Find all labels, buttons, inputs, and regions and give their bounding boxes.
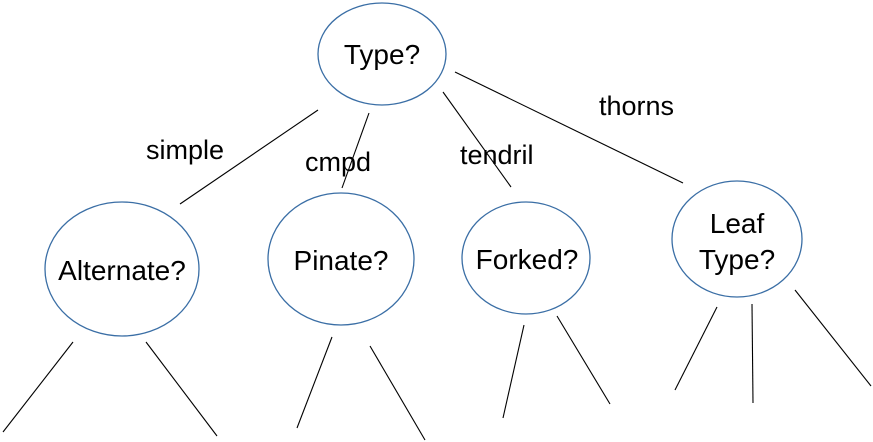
node-forked — [461, 201, 591, 315]
edge-label-thorns: thorns — [599, 91, 674, 121]
edge-leaf-type-middle — [751, 303, 754, 404]
edge-leaf-type-right — [794, 289, 872, 387]
node-leaf-type — [671, 180, 803, 298]
edge-pinate-left — [296, 336, 333, 429]
edge-root-to-alternate — [179, 109, 319, 205]
node-root-label: Type? — [344, 39, 420, 70]
edge-alternate-right — [145, 341, 218, 437]
node-leaf-type-label-line2: Type? — [699, 244, 775, 275]
node-alternate — [44, 201, 200, 337]
edge-root-to-forked — [442, 91, 512, 188]
edge-leaf-type-left — [674, 306, 718, 391]
node-forked-label: Forked? — [476, 244, 579, 275]
node-root — [317, 2, 447, 106]
edge-root-to-leaf-type — [454, 71, 684, 184]
node-pinate — [267, 192, 415, 326]
node-pinate-label: Pinate? — [294, 245, 389, 276]
edge-label-simple: simple — [146, 135, 224, 165]
edge-root-to-pinate — [341, 112, 370, 189]
edge-label-tendril: tendril — [460, 140, 534, 170]
edge-pinate-right — [369, 345, 426, 441]
edge-alternate-left — [2, 341, 74, 433]
node-alternate-label: Alternate? — [58, 255, 186, 286]
node-leaf-type-label-line1: Leaf — [710, 208, 765, 239]
edge-label-cmpd: cmpd — [305, 147, 371, 177]
edge-forked-right — [556, 315, 611, 405]
edge-forked-left — [502, 324, 525, 419]
